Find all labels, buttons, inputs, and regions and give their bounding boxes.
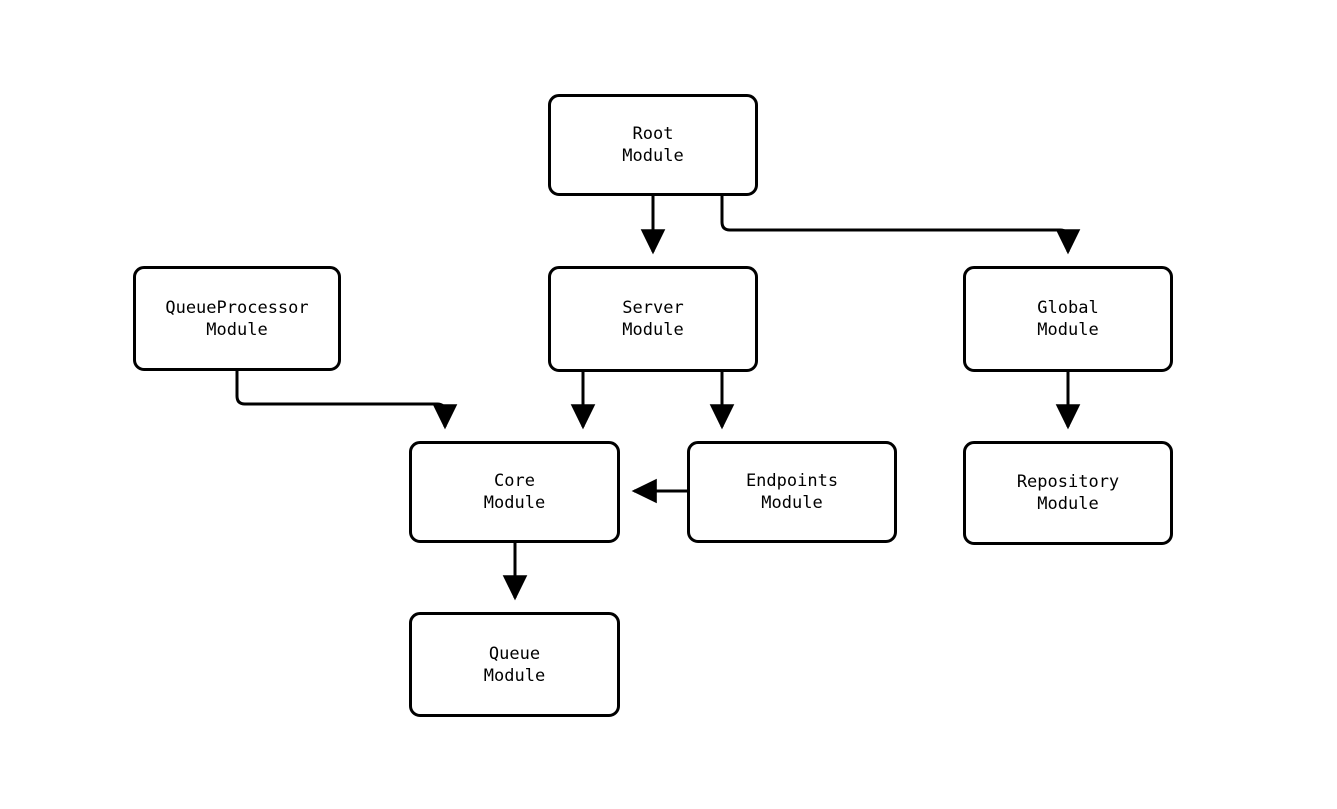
node-global-module[interactable]: Global Module xyxy=(963,266,1173,372)
node-queue-module[interactable]: Queue Module xyxy=(409,612,620,717)
node-server-module-label: Server Module xyxy=(622,298,684,340)
node-repository-module-label: Repository Module xyxy=(1016,472,1120,514)
node-core-module-label: Core Module xyxy=(483,471,546,513)
edge-root-global xyxy=(720,196,1081,255)
node-repository-module[interactable]: Repository Module xyxy=(963,441,1173,545)
node-queueprocessor-module[interactable]: QueueProcessor Module xyxy=(133,266,341,371)
node-core-module[interactable]: Core Module xyxy=(409,441,620,543)
node-queue-module-label: Queue Module xyxy=(483,643,546,686)
node-server-module[interactable]: Server Module xyxy=(548,266,758,372)
node-endpoints-module[interactable]: Endpoints Module xyxy=(687,441,897,543)
node-endpoints-module-label: Endpoints Module xyxy=(745,471,839,513)
edge-queueprocessor-core xyxy=(235,371,458,430)
node-root-module-label: Root Module xyxy=(622,124,684,166)
node-root-module[interactable]: Root Module xyxy=(548,94,758,196)
node-queueprocessor-module-label: QueueProcessor Module xyxy=(165,297,309,340)
node-global-module-label: Global Module xyxy=(1037,298,1099,340)
